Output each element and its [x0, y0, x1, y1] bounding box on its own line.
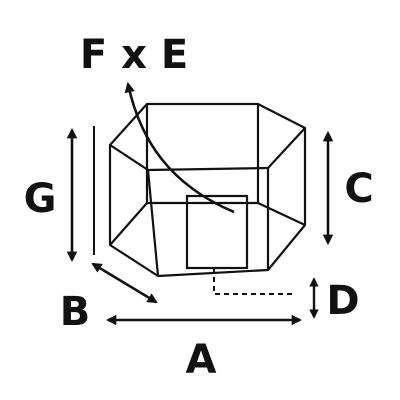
label-g: G: [24, 176, 57, 222]
top-face: [108, 102, 307, 172]
label-fe: F x E: [80, 32, 188, 78]
vertical-edge-6: [146, 169, 160, 277]
label-c: C: [344, 166, 373, 212]
dimension-arrow-b: [91, 262, 158, 304]
inner-panel: [185, 194, 249, 270]
bottom-face: [108, 201, 307, 278]
label-b: B: [60, 289, 91, 335]
prism-wireframe: [108, 102, 307, 278]
label-a: A: [186, 337, 217, 383]
curved-arrow-fe: [124, 81, 235, 214]
label-d: D: [326, 278, 359, 324]
